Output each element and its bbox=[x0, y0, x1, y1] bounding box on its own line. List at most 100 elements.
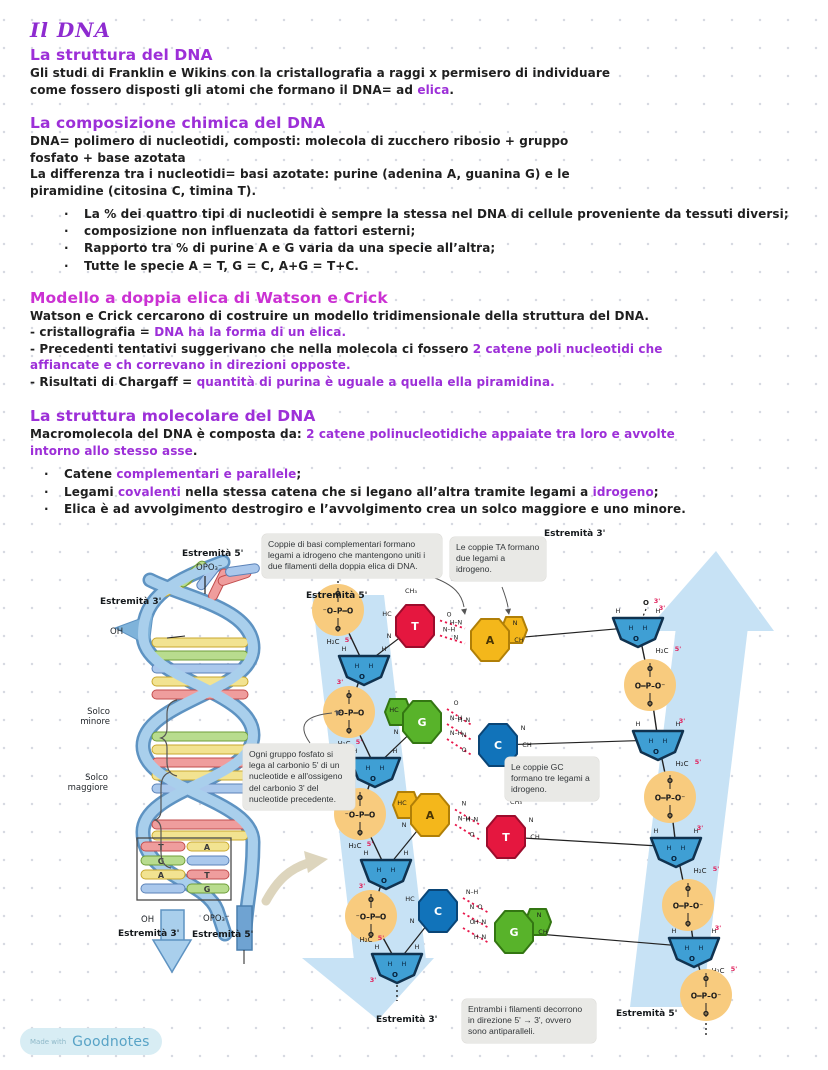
svg-text:A: A bbox=[486, 634, 495, 647]
svg-text:H: H bbox=[366, 764, 371, 772]
svg-text:O: O bbox=[667, 812, 673, 820]
svg-text:N: N bbox=[513, 619, 518, 627]
svg-text:3': 3' bbox=[359, 882, 366, 890]
text-run: . bbox=[449, 82, 455, 97]
svg-text:H₂C: H₂C bbox=[712, 967, 725, 975]
svg-text:H: H bbox=[663, 737, 668, 745]
section-heading: La composizione chimica del DNA bbox=[30, 114, 326, 132]
hydrogen-bond bbox=[439, 634, 466, 645]
svg-text:H: H bbox=[391, 866, 396, 874]
section-heading: La struttura molecolare del DNA bbox=[30, 407, 316, 426]
svg-text:O: O bbox=[633, 635, 639, 643]
svg-text:CH: CH bbox=[530, 833, 540, 841]
bullet-text: Legami covalenti nella stessa catena che… bbox=[64, 484, 659, 501]
svg-text:N–H: N–H bbox=[450, 715, 463, 722]
phosphate-group: OO═P–O⁻O bbox=[662, 879, 714, 931]
svg-text:HC: HC bbox=[382, 610, 392, 618]
svg-text:H: H bbox=[681, 844, 686, 852]
bracket-solco-maggiore bbox=[153, 771, 172, 869]
svg-text:O: O bbox=[359, 673, 365, 681]
svg-text:H–N: H–N bbox=[450, 620, 463, 627]
svg-text:N–H: N–H bbox=[466, 889, 479, 896]
svg-text:O: O bbox=[478, 904, 483, 911]
mol-label-est5-top: Estremità 5' bbox=[306, 591, 368, 601]
svg-text:O: O bbox=[643, 599, 649, 607]
svg-text:N: N bbox=[462, 732, 467, 739]
svg-text:H₂C: H₂C bbox=[327, 638, 340, 646]
svg-text:H: H bbox=[667, 844, 672, 852]
bullet-item: ·Rapporto tra % di purine A e G varia da… bbox=[64, 240, 790, 257]
svg-text:⁻O–P═O: ⁻O–P═O bbox=[356, 913, 386, 922]
phosphate-group: OO═P–O⁻O bbox=[680, 969, 732, 1021]
text-run: complementari e parallele bbox=[116, 467, 297, 482]
helix-label-solco-minore: Solco minore bbox=[80, 707, 110, 727]
svg-text:O: O bbox=[370, 775, 376, 783]
svg-text:3': 3' bbox=[370, 976, 377, 984]
bracket-solco-minore bbox=[159, 699, 178, 777]
svg-text:⁻O–P═O: ⁻O–P═O bbox=[334, 709, 364, 718]
svg-text:N: N bbox=[394, 728, 399, 736]
text-run: - Risultati di Chargaff = bbox=[30, 374, 197, 389]
svg-text:O: O bbox=[368, 896, 374, 904]
svg-text:H: H bbox=[654, 827, 659, 835]
svg-text:T: T bbox=[204, 871, 210, 880]
section: La struttura del DNA Gli studi di Frankli… bbox=[30, 46, 790, 98]
bullet-marker: · bbox=[44, 501, 49, 516]
svg-text:H₂C: H₂C bbox=[676, 760, 689, 768]
text-run: - cristallografia = bbox=[30, 325, 155, 340]
text-run: quantità di purina è uguale a quella ell… bbox=[196, 374, 555, 389]
callout-ta-pairs: Le coppie TA formano due legami a idroge… bbox=[450, 537, 546, 581]
svg-text:O═P–O⁻: O═P–O⁻ bbox=[691, 992, 722, 1001]
svg-text:H: H bbox=[629, 624, 634, 632]
svg-text:N: N bbox=[462, 801, 467, 808]
base-pair-box bbox=[136, 837, 232, 901]
paragraph: - Precedenti tentativi suggerivano che n… bbox=[30, 341, 790, 374]
bullet-item: ·composizione non influenzata da fattori… bbox=[64, 223, 790, 240]
text-run: . bbox=[192, 443, 198, 458]
svg-text:H–N: H–N bbox=[458, 717, 471, 724]
svg-text:H: H bbox=[353, 747, 358, 755]
svg-text:N: N bbox=[537, 911, 542, 919]
svg-text:CH: CH bbox=[522, 741, 532, 749]
text-run: 2 catene poli nucleotidi che affiancate … bbox=[30, 341, 663, 373]
text-run: idrogeno bbox=[592, 484, 654, 499]
mol-label-est3-bottom: Estremità 3' bbox=[376, 1015, 438, 1025]
text-run: ; bbox=[653, 484, 659, 499]
paragraph: - Risultati di Chargaff = quantità di pu… bbox=[30, 374, 790, 391]
svg-text:H: H bbox=[388, 960, 393, 968]
svg-text:O: O bbox=[368, 931, 374, 939]
mol-label-est5-bottom: Estremità 5' bbox=[616, 1009, 678, 1019]
sections: La struttura del DNA Gli studi di Frankli… bbox=[30, 46, 790, 518]
svg-text:H: H bbox=[694, 827, 699, 835]
text-run: composizione non influenzata da fattori … bbox=[84, 224, 416, 239]
svg-text:H–N: H–N bbox=[466, 817, 479, 824]
helix-label-oh-top: OH bbox=[110, 627, 124, 637]
svg-text:O: O bbox=[346, 727, 352, 735]
strand-arrow-up bbox=[646, 551, 774, 631]
section-heading: La struttura del DNA bbox=[30, 46, 213, 64]
svg-text:5': 5' bbox=[367, 840, 374, 848]
svg-text:G: G bbox=[158, 857, 165, 866]
bullet-text: composizione non influenzata da fattori … bbox=[84, 223, 415, 240]
bullet-text: Tutte le specie A = T, G = C, A+G = T+C. bbox=[84, 258, 359, 275]
text-run: Gli studi di Franklin e Wikins con la cr… bbox=[30, 66, 611, 97]
svg-text:H: H bbox=[342, 645, 347, 653]
svg-text:CH₃: CH₃ bbox=[405, 587, 417, 595]
text-run: Tutte le specie A = T, G = C, A+G = T+C. bbox=[84, 258, 359, 273]
callout-base-pairs: Coppie di basi complementari formano leg… bbox=[262, 534, 442, 578]
paragraph: La differenza tra i nucleotidi= basi azo… bbox=[30, 166, 790, 199]
svg-text:N–H: N–H bbox=[450, 730, 463, 737]
text-run: Macromolecola del DNA è composta da: bbox=[30, 427, 307, 442]
svg-text:T: T bbox=[502, 831, 510, 844]
svg-text:O: O bbox=[381, 877, 387, 885]
svg-text:H₂C: H₂C bbox=[349, 842, 362, 850]
